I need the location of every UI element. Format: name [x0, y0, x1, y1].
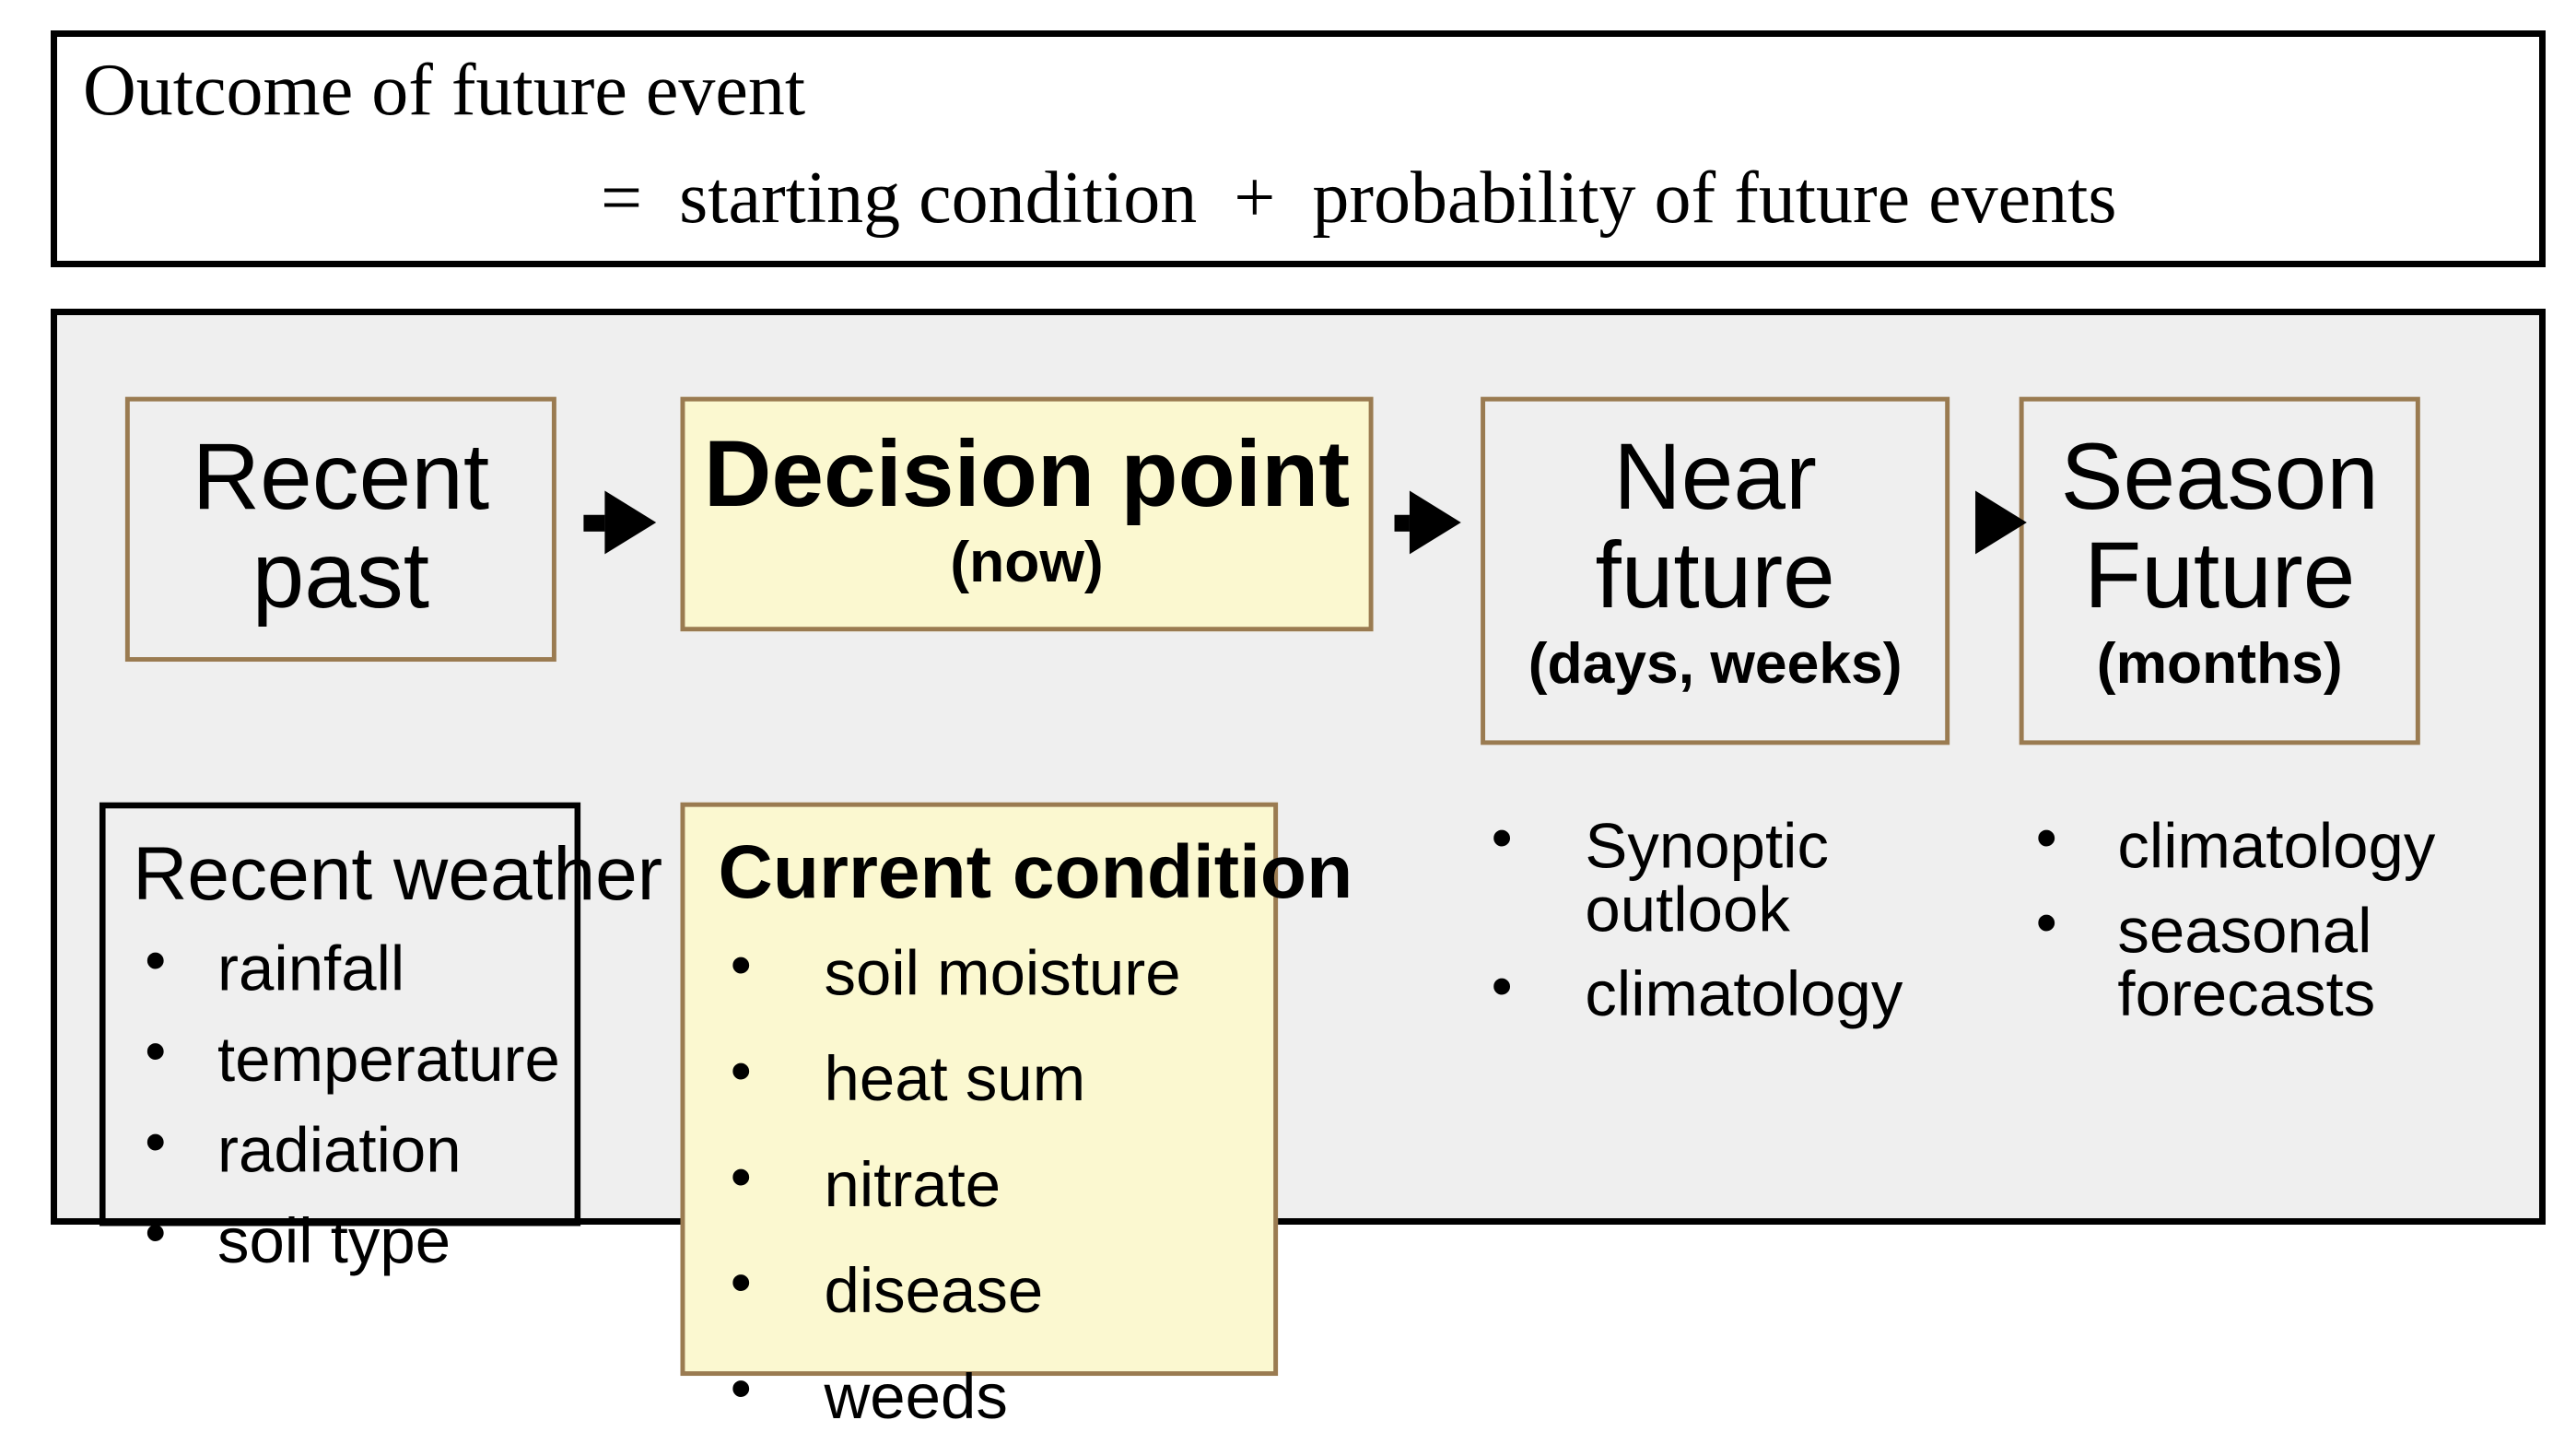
arrow-decision-point-to-near-future-icon [1394, 490, 1461, 555]
stage-box-decision-point[interactable]: Decision point (now) [680, 396, 1374, 632]
arrow-shaft [583, 513, 605, 531]
list-item: seasonal forecasts [2024, 893, 2538, 1027]
list-item: rainfall [133, 931, 574, 1001]
list-item: radiation [133, 1112, 574, 1182]
arrow-recent-past-to-decision-point-icon [583, 490, 657, 555]
equation-banner: Outcome of future event = starting condi… [51, 30, 2546, 267]
timeline-panel: Recent past Decision point (now) Near fu… [51, 309, 2546, 1428]
stage-title-recent-past: Recent past [192, 425, 490, 629]
stage-subtitle-decision-point: (now) [950, 531, 1104, 595]
list-item: heat sum [719, 1041, 1274, 1111]
stage-title-season-future: Season Future [2060, 425, 2379, 629]
equation-line-definition: = starting condition + probability of fu… [601, 158, 2117, 239]
timeline-panel-content: Recent past Decision point (now) Near fu… [57, 315, 2538, 1428]
detail-list-season-future: climatology seasonal forecasts [2024, 808, 2538, 1027]
arrow-head [604, 490, 657, 555]
arrow-head [1409, 490, 1461, 555]
list-item: disease [719, 1253, 1274, 1323]
list-item: soil type [133, 1203, 574, 1273]
stage-box-season-future[interactable]: Season Future (months) [2019, 396, 2420, 745]
arrow-shaft [1394, 513, 1410, 531]
list-item: nitrate [719, 1147, 1274, 1217]
arrow-head [1975, 490, 2027, 555]
list-item: temperature [133, 1022, 574, 1091]
detail-list-recent-weather: rainfall temperature radiation soil type [133, 931, 574, 1274]
stage-box-near-future[interactable]: Near future (days, weeks) [1481, 396, 1950, 745]
detail-block-near-future: Synoptic outlook climatology [1479, 808, 1993, 1048]
list-item: soil moisture [719, 935, 1274, 1005]
stage-title-near-future: Near future [1595, 425, 1835, 629]
stage-subtitle-season-future: (months) [2096, 633, 2343, 698]
list-item: climatology [2024, 808, 2538, 878]
equation-line-outcome: Outcome of future event [83, 50, 806, 131]
arrow-near-future-to-season-future-icon [1975, 490, 2027, 555]
list-item: Synoptic outlook [1479, 808, 1993, 942]
list-item: climatology [1479, 957, 1993, 1027]
detail-heading-recent-weather: Recent weather [133, 830, 663, 916]
list-item: weeds [719, 1359, 1274, 1429]
stage-subtitle-near-future: (days, weeks) [1528, 633, 1903, 698]
detail-list-near-future: Synoptic outlook climatology [1479, 808, 1993, 1027]
detail-block-season-future: climatology seasonal forecasts [2024, 808, 2538, 1048]
detail-block-recent-weather: Recent weather rainfall temperature radi… [99, 802, 663, 1273]
detail-list-current-condition: soil moisture heat sum nitrate disease w… [719, 935, 1274, 1429]
detail-block-current-condition: Current condition soil moisture heat sum… [680, 802, 1353, 1428]
detail-heading-current-condition: Current condition [718, 829, 1353, 915]
stage-box-recent-past[interactable]: Recent past [124, 396, 556, 663]
stage-title-decision-point: Decision point [703, 422, 1351, 527]
